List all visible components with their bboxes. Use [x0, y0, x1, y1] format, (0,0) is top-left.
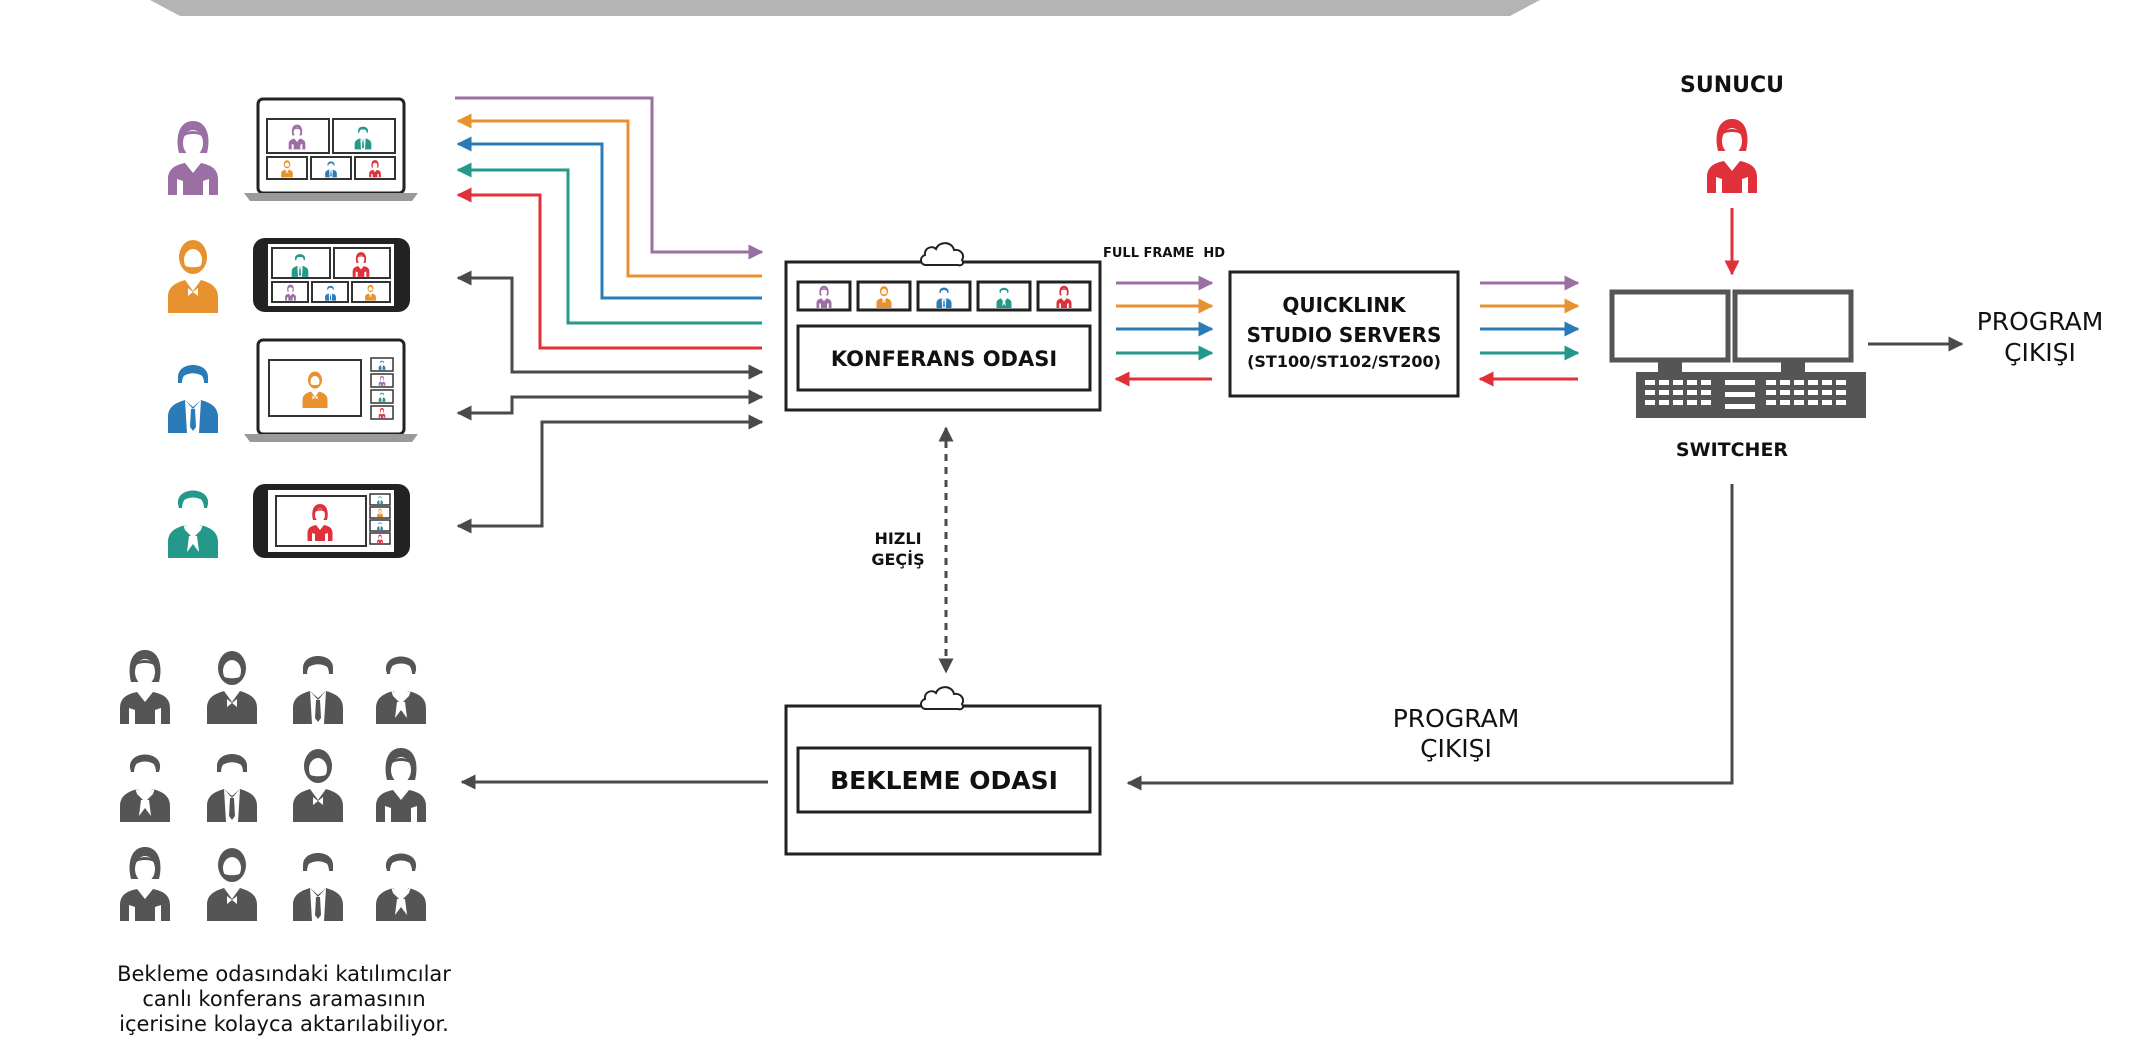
tablet-device-icon	[253, 484, 410, 558]
man-scarf-participant-icon	[168, 490, 218, 558]
presenter-label: SUNUCU	[1680, 73, 1784, 98]
laptop-device-icon	[244, 338, 418, 442]
server-title-line2: STUDIO SERVERS	[1247, 323, 1442, 347]
program-return-line	[1126, 484, 1734, 791]
server-box	[1228, 270, 1460, 398]
man-participant-icon	[168, 365, 218, 433]
participant-row-1	[168, 97, 418, 201]
server-feeds	[1114, 275, 1580, 387]
presenter-icon	[1707, 119, 1757, 193]
participant-feeds	[455, 96, 764, 534]
fast-switch-line1: HIZLI	[874, 529, 921, 548]
woman-participant-icon	[168, 121, 218, 195]
program-out-bottom-line1: PROGRAM	[1393, 704, 1520, 733]
purple-feed-line	[455, 96, 764, 260]
red-feed-line	[456, 187, 762, 350]
waiting-room-box	[784, 686, 1102, 856]
switcher-label: SWITCHER	[1676, 439, 1788, 461]
server-model-line: (ST100/ST102/ST200)	[1247, 352, 1441, 371]
waiting-caption-line2: canlı konferans aramasının	[142, 987, 425, 1011]
fast-switch-line2: GEÇİŞ	[871, 550, 924, 569]
conference-room-label: KONFERANS ODASI	[831, 347, 1057, 371]
participant-row-4	[168, 484, 410, 558]
cloud-icon	[919, 686, 965, 711]
switcher-icon	[1609, 289, 1866, 418]
waiting-room-label: BEKLEME ODASI	[830, 766, 1058, 795]
program-out-right-line1: PROGRAM	[1977, 307, 2104, 336]
bald-man-participant-icon	[168, 240, 218, 313]
row4-link-line	[456, 414, 764, 534]
tablet-device-icon	[253, 238, 410, 312]
full-frame-label: FULL FRAME HD	[1103, 246, 1225, 261]
cloud-icon	[919, 242, 965, 267]
program-out-bottom-line2: ÇIKIŞI	[1420, 734, 1492, 763]
laptop-device-icon	[244, 97, 418, 201]
waiting-caption-line3: içerisine kolayca aktarılabiliyor.	[119, 1012, 449, 1036]
server-title-line1: QUICKLINK	[1282, 293, 1407, 317]
participant-row-3	[168, 338, 418, 442]
teal-feed-line	[456, 162, 762, 325]
top-banner	[150, 0, 1540, 16]
row2-link-line	[456, 270, 764, 380]
waiting-caption-line1: Bekleme odasındaki katılımcılar	[117, 962, 451, 986]
row3-link-line	[456, 389, 764, 421]
waiting-participants-grid	[120, 650, 426, 921]
program-out-right-line2: ÇIKIŞI	[2004, 338, 2076, 367]
conference-room-box	[784, 242, 1102, 412]
participant-row-2	[168, 238, 410, 313]
